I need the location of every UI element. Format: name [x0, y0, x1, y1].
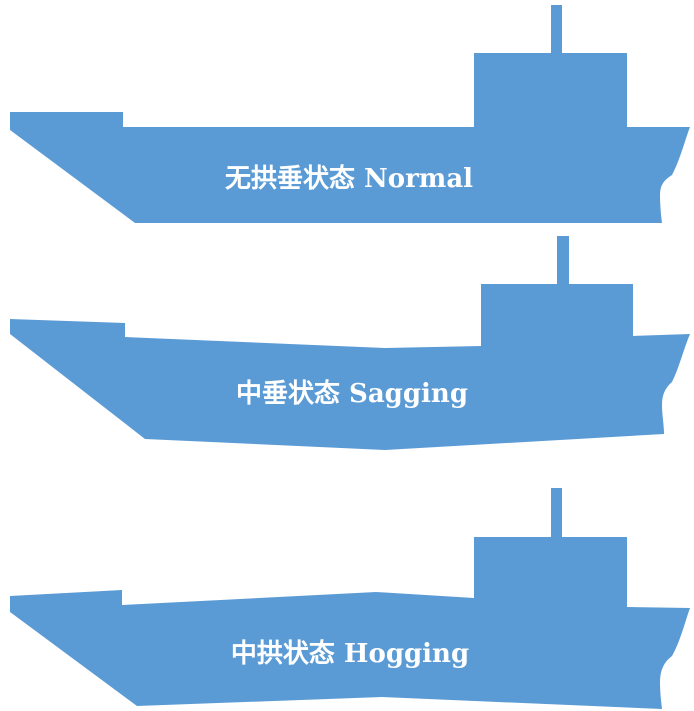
ship-normal-label: 无拱垂状态 Normal — [225, 163, 473, 194]
ship-hogging-label: 中拱状态 Hogging — [231, 638, 469, 669]
ship-hogging-hull — [10, 488, 690, 709]
ship-normal: 无拱垂状态 Normal — [10, 5, 690, 223]
ship-sagging-hull — [10, 236, 690, 450]
ship-sagging-label: 中垂状态 Sagging — [236, 378, 468, 409]
ship-sagging: 中垂状态 Sagging — [10, 236, 690, 450]
ship-normal-hull — [10, 5, 690, 223]
ship-hogging: 中拱状态 Hogging — [10, 488, 690, 709]
